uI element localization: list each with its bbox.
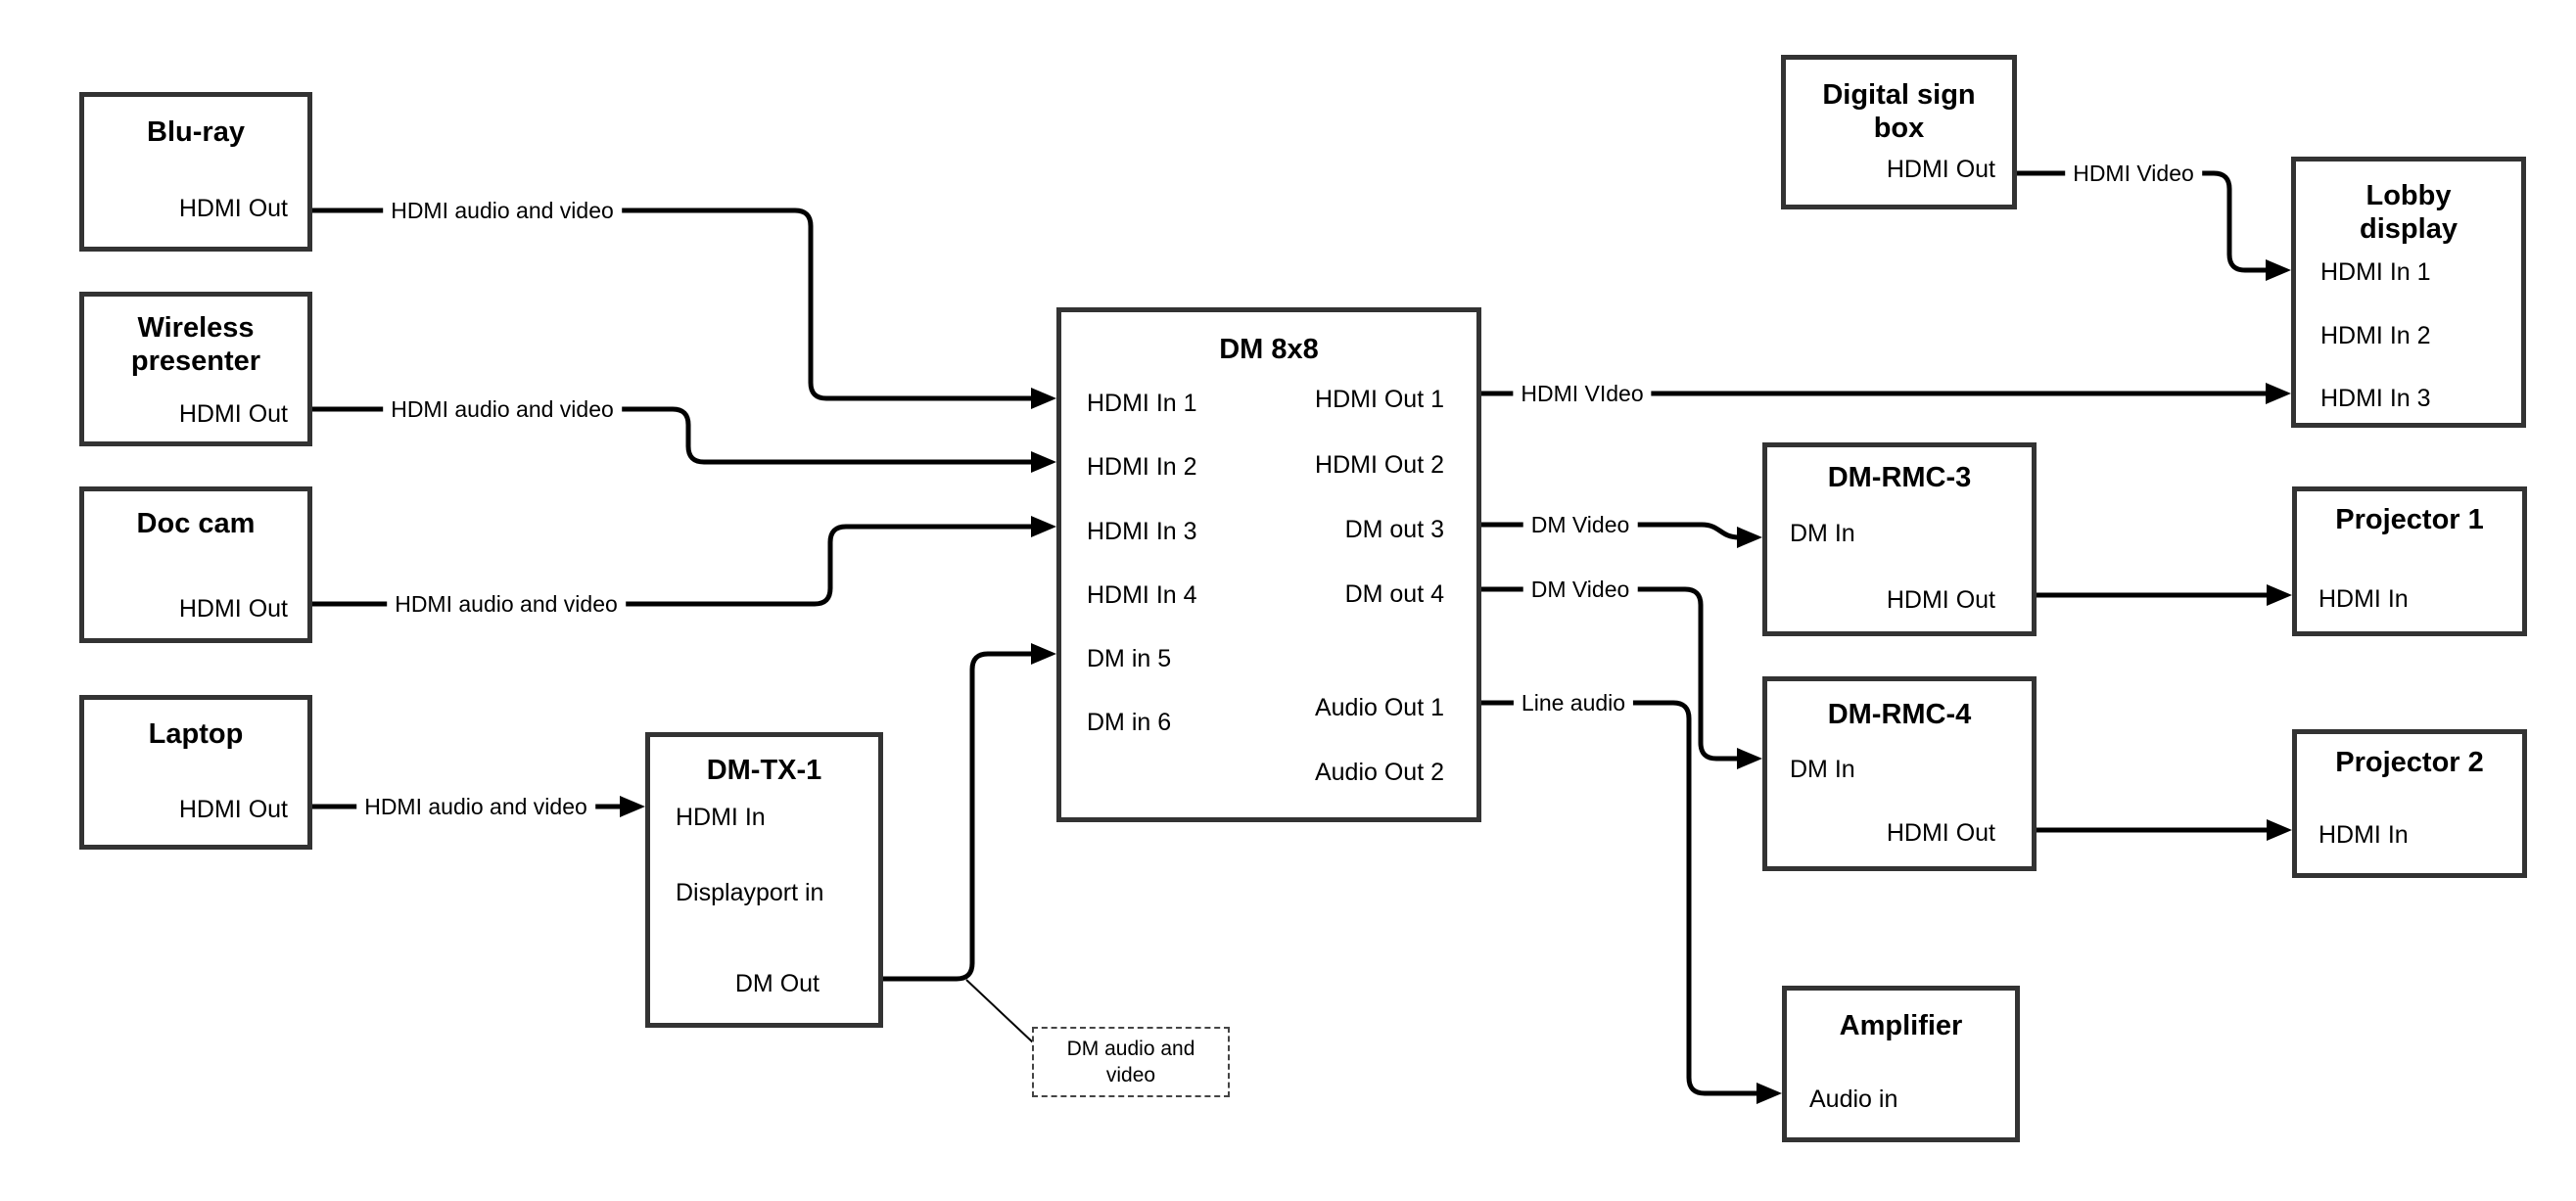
port-hdmi-out: HDMI Out [178, 595, 288, 623]
node-title-line1: Lobby [2365, 180, 2452, 211]
node-dm-8x8: DM 8x8 HDMI In 1 HDMI In 2 HDMI In 3 HDM… [1056, 307, 1481, 822]
edge-label-laptop-to-dmtx1: HDMI audio and video [356, 793, 595, 820]
node-title: Digital sign box [1786, 78, 2012, 145]
port-hdmi-in-2: HDMI In 2 [2320, 322, 2431, 349]
port-hdmi-in-4: HDMI In 4 [1087, 581, 1197, 609]
arrowhead-dmrmc3-dm-in [1737, 527, 1762, 548]
edge-label-out3-to-dmrmc3: DM Video [1522, 511, 1638, 538]
node-title-line2: box [1873, 113, 1925, 144]
note-dm-audio-and-video: DM audio and video [1032, 1027, 1230, 1097]
port-dm-out-3: DM out 3 [1344, 516, 1444, 543]
node-lobby-display: Lobby display HDMI In 1 HDMI In 2 HDMI I… [2291, 157, 2526, 428]
port-hdmi-in: HDMI In [2318, 585, 2409, 613]
port-audio-in: Audio in [1809, 1086, 1898, 1113]
node-bluray: Blu-ray HDMI Out [79, 92, 312, 252]
port-dm-out: DM Out [734, 970, 820, 997]
node-dm-tx-1: DM-TX-1 HDMI In Displayport in DM Out [645, 732, 883, 1028]
node-title: Laptop [148, 718, 244, 750]
port-hdmi-in-1: HDMI In 1 [1087, 390, 1197, 417]
port-hdmi-out: HDMI Out [1886, 586, 1995, 614]
node-title: DM-TX-1 [706, 755, 822, 786]
edge-label-bluray-to-dm8x8: HDMI audio and video [383, 197, 622, 224]
wire-dm8x8-audio1-to-amplifier [1481, 700, 1761, 1096]
arrowhead-amplifier-audio-in [1756, 1083, 1782, 1104]
port-hdmi-out: HDMI Out [1886, 819, 1995, 847]
wire-sign-to-lobby [2017, 170, 2271, 273]
port-hdmi-out-1: HDMI Out 1 [1315, 386, 1444, 413]
node-doc-cam: Doc cam HDMI Out [79, 486, 312, 643]
node-title: DM-RMC-4 [1827, 699, 1972, 730]
port-displayport-in: Displayport in [676, 879, 824, 906]
node-title-line2: presenter [130, 346, 261, 377]
port-hdmi-out-2: HDMI Out 2 [1315, 451, 1444, 479]
node-title: Projector 2 [2335, 747, 2484, 778]
node-title-line1: Wireless [137, 312, 255, 344]
edge-label-out4-to-dmrmc4: DM Video [1522, 576, 1638, 603]
node-title: Projector 1 [2335, 504, 2484, 535]
edge-label-sign-to-lobby: HDMI Video [2065, 160, 2202, 187]
port-dm-in-5: DM in 5 [1087, 645, 1172, 672]
port-hdmi-in-3: HDMI In 3 [1087, 518, 1197, 545]
node-title: Doc cam [136, 508, 256, 539]
node-title: Wireless presenter [84, 311, 307, 378]
node-title: DM-RMC-3 [1827, 462, 1972, 493]
port-dm-in: DM In [1790, 756, 1855, 783]
node-title-line1: Digital sign [1822, 79, 1976, 111]
node-title: DM 8x8 [1219, 334, 1319, 365]
node-digital-sign-box: Digital sign box HDMI Out [1781, 55, 2017, 209]
arrowhead-dmtx1-hdmi-in [620, 796, 645, 817]
wire-wireless-to-dm8x8 [312, 406, 1036, 465]
port-hdmi-out: HDMI Out [178, 796, 288, 823]
port-hdmi-in-2: HDMI In 2 [1087, 453, 1197, 481]
port-dm-in-6: DM in 6 [1087, 709, 1172, 736]
arrowhead-projector2-hdmi-in [2267, 819, 2292, 841]
node-laptop: Laptop HDMI Out [79, 695, 312, 850]
arrowhead-dm8x8-in2 [1031, 451, 1056, 473]
port-hdmi-out: HDMI Out [178, 400, 288, 428]
node-title: Amplifier [1839, 1010, 1963, 1041]
edge-label-audio1-to-amplifier: Line audio [1513, 689, 1634, 716]
port-hdmi-in-3: HDMI In 3 [2320, 385, 2431, 412]
port-hdmi-in-1: HDMI In 1 [2320, 258, 2431, 286]
arrowhead-dm8x8-in3 [1031, 516, 1056, 537]
node-wireless-presenter: Wireless presenter HDMI Out [79, 292, 312, 446]
node-dm-rmc-4: DM-RMC-4 DM In HDMI Out [1762, 676, 2037, 871]
node-title-line2: display [2360, 213, 2458, 245]
node-amplifier: Amplifier Audio in [1782, 986, 2020, 1142]
edge-label-wireless-to-dm8x8: HDMI audio and video [383, 395, 622, 423]
wire-dmtx1-to-dm8x8 [883, 651, 1036, 982]
port-hdmi-out: HDMI Out [178, 195, 288, 222]
wire-bluray-to-dm8x8 [312, 208, 1036, 401]
port-audio-out-1: Audio Out 1 [1314, 694, 1444, 721]
note-line2: video [1105, 1064, 1156, 1086]
port-audio-out-2: Audio Out 2 [1314, 759, 1444, 786]
arrowhead-projector1-hdmi-in [2267, 584, 2292, 606]
arrowhead-dm8x8-in5 [1031, 643, 1056, 665]
arrowhead-lobby-in3 [2266, 383, 2291, 404]
note-leader-line [965, 979, 1035, 1044]
port-dm-out-4: DM out 4 [1344, 580, 1444, 608]
note-line1: DM audio and [1066, 1038, 1195, 1060]
node-title: Blu-ray [147, 116, 245, 148]
node-projector-1: Projector 1 HDMI In [2292, 486, 2527, 636]
wire-dm8x8-out4-to-dmrmc4 [1481, 586, 1742, 762]
node-projector-2: Projector 2 HDMI In [2292, 729, 2527, 878]
edge-label-doccam-to-dm8x8: HDMI audio and video [387, 590, 626, 618]
node-dm-rmc-3: DM-RMC-3 DM In HDMI Out [1762, 442, 2037, 636]
wire-doccam-to-dm8x8 [312, 524, 1036, 607]
port-hdmi-in: HDMI In [2318, 821, 2409, 849]
port-dm-in: DM In [1790, 520, 1855, 547]
arrowhead-dmrmc4-dm-in [1737, 748, 1762, 769]
arrowhead-dm8x8-in1 [1031, 388, 1056, 409]
arrowhead-lobby-in1 [2266, 259, 2291, 281]
port-hdmi-out: HDMI Out [1886, 156, 1995, 183]
port-hdmi-in: HDMI In [676, 804, 766, 831]
node-title: Lobby display [2296, 179, 2521, 246]
edge-label-out1-to-lobby: HDMI VIdeo [1513, 380, 1652, 407]
